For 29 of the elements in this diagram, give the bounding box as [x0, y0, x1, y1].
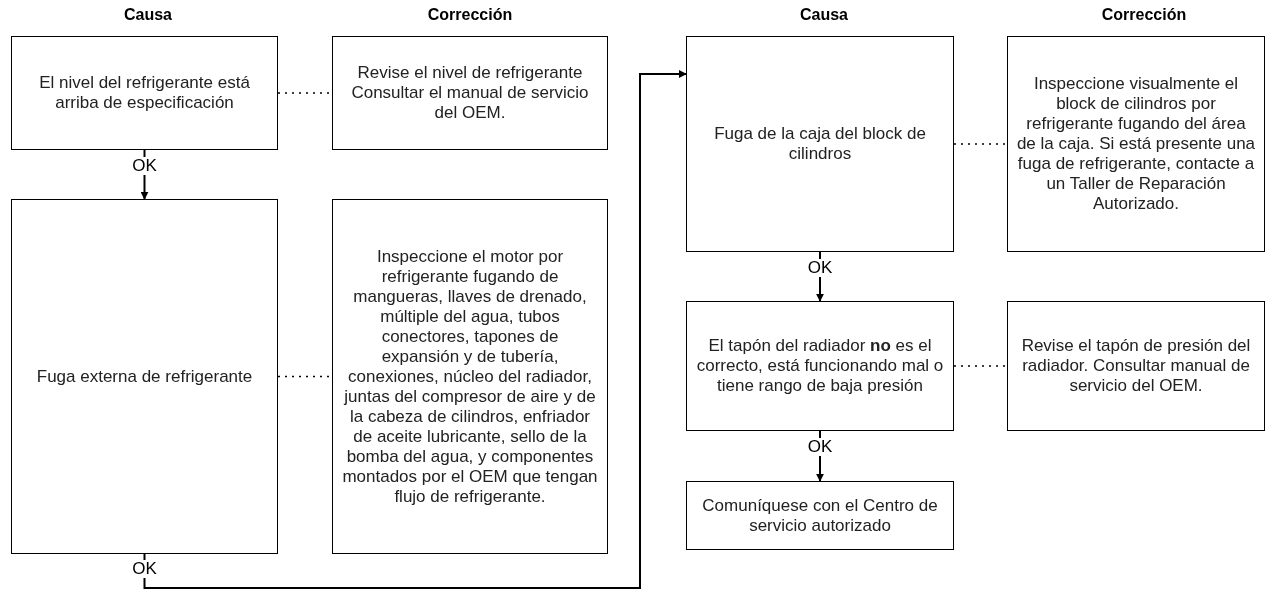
column-heading: Corrección: [1100, 6, 1188, 24]
box-text: Fuga externa de refrigerante: [36, 366, 253, 387]
column-heading: Corrección: [426, 6, 514, 24]
process-box: [332, 199, 608, 554]
edge-label: OK: [806, 438, 834, 456]
box-text: El tapón del radiador no es el correcto, está funcionando mal o tiene rango de baja presión: [695, 336, 945, 396]
box-text: Revise el tapón de presión del radiador. Consultar manual de servicio del OEM.: [1020, 336, 1252, 396]
arrow: [143, 70, 687, 589]
box-text: Comuníquese con el Centro de servicio autorizado: [701, 495, 939, 536]
process-box: [686, 301, 954, 431]
process-box: [1007, 301, 1265, 431]
process-box: [11, 36, 278, 150]
box-text: Inspeccione visualmente el block de cilindros por refrigerante fugando del área de la caja. Si está presente una fuga de refrigerante, contacte a un Taller de Reparación Autorizado.: [1016, 74, 1256, 214]
box-text: Fuga de la caja del block de cilindros: [713, 124, 927, 164]
dotted-connector: [953, 143, 1008, 145]
process-box: [686, 36, 954, 252]
box-text: Inspeccione el motor por refrigerante fugando de mangueras, llaves de drenado, múltiple del agua, tubos conectores, tapones de expansión y de tubería, conexiones, núcleo del radiador, juntas del compresor de aire y de la cabeza de cilindros, enfriador de aceite lubricante, sello de la bomba del agua, y componentes montados por el OEM que tengan flujo de refrigerante.: [341, 246, 599, 507]
process-box: [1007, 36, 1265, 252]
process-box: [11, 199, 278, 554]
column-heading: Causa: [799, 6, 849, 24]
process-box: [686, 481, 954, 550]
box-text: Revise el nivel de refrigerante Consultar el manual de servicio del OEM.: [350, 63, 590, 123]
edge-label: OK: [131, 157, 158, 175]
dotted-connector: [953, 365, 1008, 367]
box-text: El nivel del refrigerante está arriba de especificación: [38, 73, 251, 113]
column-heading: Causa: [123, 6, 173, 24]
edge-label: OK: [806, 259, 834, 277]
process-box: [332, 36, 608, 150]
edge-label: OK: [131, 560, 158, 578]
